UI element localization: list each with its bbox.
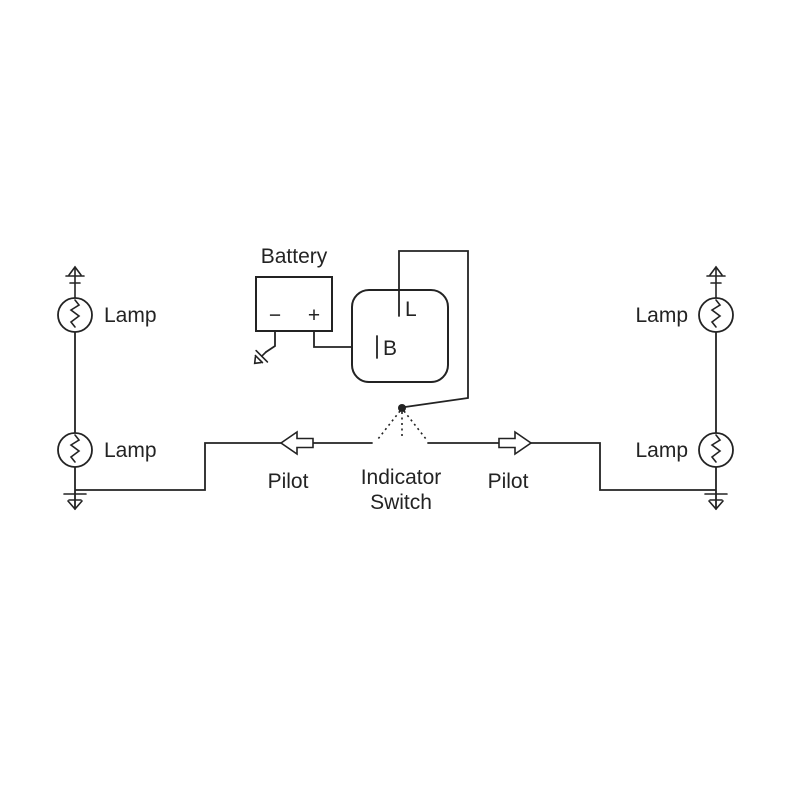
pilot-left-arrow-icon <box>279 430 314 456</box>
pilot-left: Pilot <box>268 430 314 493</box>
lamp-bulb <box>57 297 93 333</box>
pilot-right-arrow-icon <box>498 430 533 456</box>
switch-throw-left <box>377 410 401 440</box>
ground-stem <box>260 351 267 358</box>
pilot-right-label: Pilot <box>488 470 529 493</box>
flasher-output-wire <box>398 250 469 408</box>
ground-bar <box>254 354 264 364</box>
right-circuit-wire <box>427 331 717 510</box>
battery-label: Battery <box>261 245 328 268</box>
ground-symbol-bottom-left <box>63 493 87 511</box>
terminal-b-label: B <box>383 337 397 360</box>
lamp-filament <box>710 434 722 463</box>
terminal-l-label: L <box>405 298 417 321</box>
switch-throw-right <box>403 410 427 440</box>
lamp-label: Lamp <box>635 439 688 462</box>
ground-symbol-top-right <box>706 265 726 299</box>
switch-label-line2: Switch <box>370 491 432 514</box>
lamp-label: Lamp <box>104 439 157 462</box>
lamp-bulb <box>698 297 734 333</box>
lamp-label: Lamp <box>104 304 157 327</box>
lamp-top-left: Lamp <box>57 297 157 333</box>
pilot-right: Pilot <box>488 430 533 493</box>
ground-arrowhead <box>68 265 82 276</box>
ground-arrowhead <box>67 500 83 511</box>
battery-plus-label: + <box>308 304 320 327</box>
battery-body <box>255 276 333 332</box>
battery-minus-label: − <box>269 304 281 327</box>
flasher-unit: B L <box>351 250 469 408</box>
lamp-label: Lamp <box>635 304 688 327</box>
right-branch: Lamp Lamp <box>427 265 734 511</box>
lamp-bottom-left: Lamp <box>57 432 157 468</box>
lamp-bulb <box>57 432 93 468</box>
battery: Battery − + <box>253 245 378 365</box>
ground-arrowhead <box>253 356 262 365</box>
left-branch: Lamp Lamp <box>57 265 373 511</box>
flasher-body <box>351 289 449 383</box>
lamp-bottom-right: Lamp <box>635 432 734 468</box>
ground-arrowhead <box>708 500 724 511</box>
pilot-left-label: Pilot <box>268 470 309 493</box>
lamp-top-right: Lamp <box>635 297 734 333</box>
indicator-switch: Indicator Switch <box>361 404 442 514</box>
ground-bar <box>255 349 269 363</box>
ground-symbol-battery <box>253 349 269 365</box>
lamp-bulb <box>698 432 734 468</box>
left-circuit-wire <box>74 331 373 510</box>
lamp-filament <box>710 299 722 328</box>
ground-symbol-top-left <box>65 265 85 299</box>
ground-symbol-bottom-right <box>704 493 728 511</box>
switch-common-dot <box>398 404 406 412</box>
switch-label-line1: Indicator <box>361 466 442 489</box>
ground-arrowhead <box>709 265 723 276</box>
lamp-filament <box>69 299 81 328</box>
lamp-filament <box>69 434 81 463</box>
